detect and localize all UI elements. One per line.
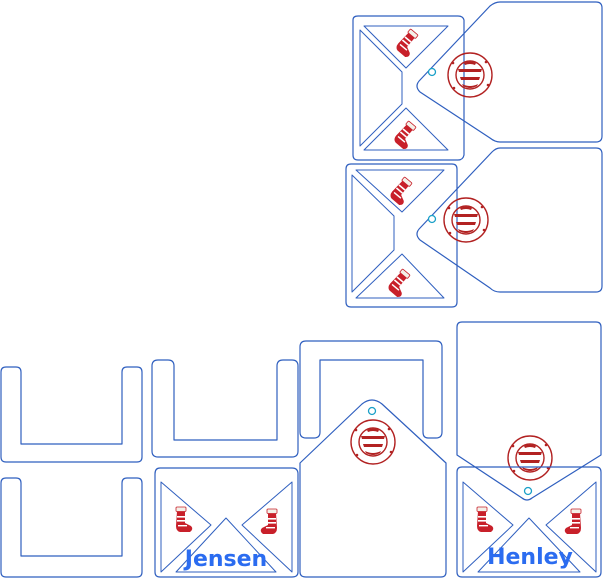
envelope-base-jensen: Jensen (154, 467, 299, 578)
envelope-piece-top-1 (352, 1, 603, 161)
recipient-name-henley: Henley (487, 545, 573, 570)
box-strip-2 (0, 477, 143, 578)
stocking-icon (260, 508, 278, 535)
stocking-icon (394, 28, 424, 59)
postmark-stamp-icon (507, 435, 553, 481)
box-strip-3 (151, 359, 299, 458)
stocking-icon (386, 268, 416, 299)
stocking-icon (564, 508, 582, 535)
punch-hole-icon (427, 67, 437, 77)
recipient-name-jensen: Jensen (183, 547, 267, 572)
punch-hole-icon (367, 406, 377, 416)
postmark-stamp-icon (443, 197, 489, 243)
envelope-piece-top-2 (345, 147, 603, 308)
postmark-stamp-icon (350, 419, 396, 465)
punch-hole-icon (427, 214, 437, 224)
box-strip-1 (0, 366, 143, 463)
stocking-icon (476, 506, 494, 533)
stocking-icon (388, 176, 418, 207)
envelope-front-center (299, 399, 447, 578)
envelope-flap-panel-right (456, 321, 602, 501)
stocking-icon (392, 120, 422, 151)
box-strip-4 (299, 340, 443, 439)
stocking-icon (175, 506, 193, 533)
envelope-base-henley: Henley (456, 466, 602, 578)
postmark-stamp-icon (447, 52, 493, 98)
punch-hole-icon (523, 486, 533, 496)
